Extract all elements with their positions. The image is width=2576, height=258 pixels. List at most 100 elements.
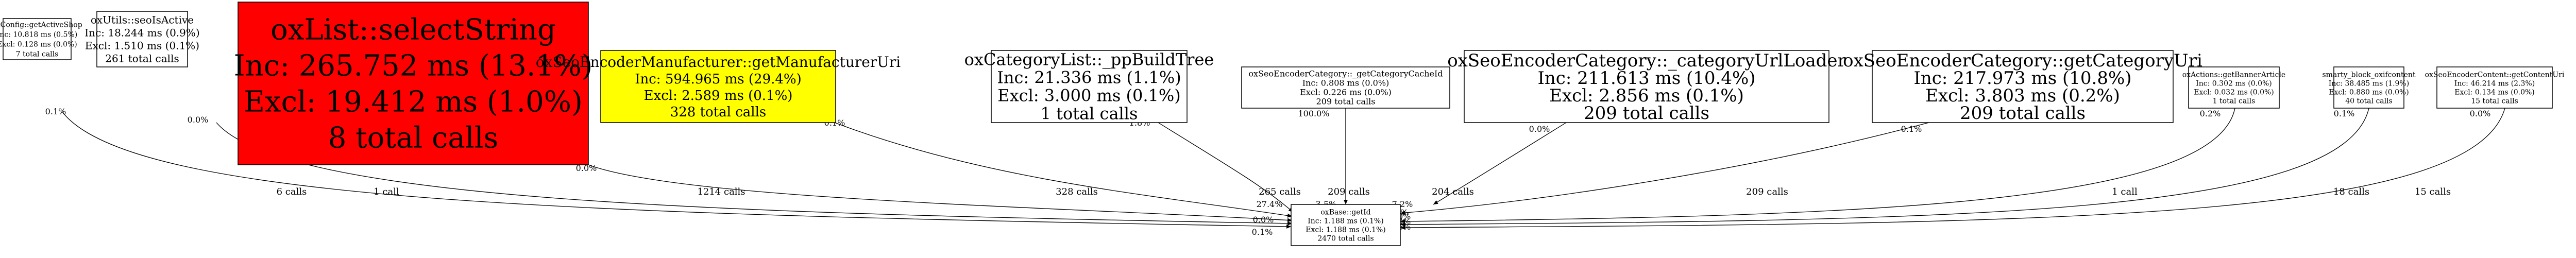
inclusive-time: Inc: 1.188 ms (0.1%) bbox=[1308, 217, 1384, 225]
exclusive-time: Excl: 0.226 ms (0.0%) bbox=[1300, 88, 1392, 97]
edge-source-percent: 0.1% bbox=[2334, 109, 2355, 118]
edge-call-count: 6 calls bbox=[277, 186, 307, 197]
node-n7[interactable]: oxSeoEncoderCategory::_categoryUrlLoader… bbox=[1447, 50, 1846, 124]
function-name: oxSeoEncoderManufacturer::getManufacture… bbox=[536, 54, 901, 71]
edge-call-count: 328 calls bbox=[1056, 186, 1098, 197]
edge-line bbox=[1400, 108, 2505, 230]
node-box bbox=[3, 18, 72, 60]
edge-source-percent: 100.0% bbox=[1298, 109, 1329, 118]
edge-target-percent: 0.1% bbox=[1252, 227, 1273, 237]
edge-call-count: 1214 calls bbox=[697, 186, 745, 197]
node-box bbox=[991, 50, 1188, 123]
function-name: oxConfig::getActiveShop bbox=[0, 21, 82, 29]
edge-line bbox=[61, 111, 1292, 229]
edge-call-count: 1 call bbox=[2112, 186, 2138, 197]
node-box bbox=[2333, 66, 2404, 109]
total-calls: 261 total calls bbox=[105, 53, 179, 65]
node-box bbox=[2188, 66, 2280, 109]
total-calls: 209 total calls bbox=[1960, 103, 2086, 124]
edge-call-count: 18 calls bbox=[2333, 186, 2369, 197]
node-box bbox=[2436, 66, 2553, 109]
node-box bbox=[1291, 204, 1401, 246]
inclusive-time: Inc: 0.302 ms (0.0%) bbox=[2196, 79, 2272, 88]
edge-call-count: 209 calls bbox=[1328, 186, 1370, 197]
function-name: oxSeoEncoderCategory::_getCategoryCacheI… bbox=[1248, 69, 1443, 79]
edge-line bbox=[1400, 108, 2235, 223]
function-name: oxCategoryList::_ppBuildTree bbox=[964, 50, 1214, 70]
edge-line bbox=[834, 122, 1293, 218]
node-box bbox=[96, 11, 188, 67]
inclusive-time: Inc: 18.244 ms (0.9%) bbox=[84, 27, 199, 39]
exclusive-time: Excl: 3.803 ms (0.2%) bbox=[1925, 85, 2120, 106]
node-n6[interactable]: oxSeoEncoderCategory::_getCategoryCacheI… bbox=[1241, 66, 1450, 109]
total-calls: 2470 total calls bbox=[1317, 234, 1374, 243]
node-box bbox=[1464, 50, 1829, 123]
node-n8[interactable]: oxSeoEncoderCategory::getCategoryUriInc:… bbox=[1843, 50, 2202, 124]
edge-line bbox=[1433, 122, 1567, 205]
inclusive-time: Inc: 21.336 ms (1.1%) bbox=[997, 68, 1181, 88]
edge-line bbox=[588, 164, 1293, 222]
total-calls: 209 total calls bbox=[1584, 103, 1709, 124]
edge-call-count: 15 calls bbox=[2415, 186, 2451, 197]
edge-target-percent: 0.0% bbox=[1253, 215, 1274, 225]
total-calls: 15 total calls bbox=[2471, 97, 2518, 105]
edge-target-percent: 27.4% bbox=[1257, 199, 1283, 209]
exclusive-time: Excl: 0.128 ms (0.0%) bbox=[0, 40, 77, 48]
total-calls: 7 total calls bbox=[16, 50, 59, 58]
edge-call-count: 1 call bbox=[374, 186, 399, 197]
function-name: oxSeoEncoderContent::getContentUri bbox=[2425, 71, 2565, 79]
edge-call-count: 265 calls bbox=[1259, 186, 1301, 197]
node-box bbox=[238, 2, 589, 165]
total-calls: 8 total calls bbox=[328, 122, 499, 155]
exclusive-time: Excl: 0.032 ms (0.0%) bbox=[2194, 88, 2274, 96]
function-name: oxSeoEncoderCategory::getCategoryUri bbox=[1843, 50, 2202, 71]
exclusive-time: Excl: 3.000 ms (0.1%) bbox=[997, 86, 1181, 106]
inclusive-time: Inc: 265.752 ms (13.1%) bbox=[234, 49, 593, 83]
edge-source-percent: 0.0% bbox=[188, 115, 209, 125]
exclusive-time: Excl: 2.856 ms (0.1%) bbox=[1549, 85, 1744, 106]
edge-n8-to-target: 0.1%209 calls19.3% bbox=[1382, 122, 1929, 217]
inclusive-time: Inc: 211.613 ms (10.4%) bbox=[1537, 68, 1755, 89]
edge-n4-to-target: 0.1%328 calls13.3% bbox=[824, 118, 1332, 231]
function-name: oxBase::getId bbox=[1320, 208, 1370, 216]
total-calls: 1 total calls bbox=[2213, 97, 2256, 105]
function-name: oxList::selectString bbox=[270, 13, 556, 47]
exclusive-time: Excl: 2.589 ms (0.1%) bbox=[644, 88, 793, 104]
function-name: smarty_block_oxifcontent bbox=[2322, 71, 2415, 79]
total-calls: 209 total calls bbox=[1316, 97, 1376, 107]
node-box bbox=[1241, 66, 1450, 109]
total-calls: 1 total calls bbox=[1041, 104, 1138, 124]
edge-source-percent: 0.2% bbox=[2200, 109, 2221, 118]
inclusive-time: Inc: 0.808 ms (0.0%) bbox=[1302, 78, 1389, 88]
edge-source-percent: 0.0% bbox=[576, 163, 597, 173]
edge-source-percent: 0.1% bbox=[1901, 124, 1922, 134]
inclusive-time: Inc: 217.973 ms (10.8%) bbox=[1913, 68, 2131, 89]
function-name: oxSeoEncoderCategory::_categoryUrlLoader bbox=[1447, 50, 1846, 71]
node-n4[interactable]: oxSeoEncoderManufacturer::getManufacture… bbox=[536, 50, 901, 123]
exclusive-time: Excl: 19.412 ms (1.0%) bbox=[244, 85, 583, 119]
inclusive-time: Inc: 38.485 ms (1.9%) bbox=[2329, 79, 2409, 88]
exclusive-time: Excl: 1.188 ms (0.1%) bbox=[1306, 226, 1386, 234]
exclusive-time: Excl: 1.510 ms (0.1%) bbox=[85, 40, 199, 52]
exclusive-time: Excl: 0.134 ms (0.0%) bbox=[2454, 88, 2535, 96]
node-box bbox=[1872, 50, 2174, 123]
edge-line bbox=[1158, 122, 1294, 213]
edge-source-percent: 0.0% bbox=[2470, 109, 2491, 118]
edge-call-count: 204 calls bbox=[1432, 186, 1474, 197]
inclusive-time: Inc: 10.818 ms (0.5%) bbox=[0, 30, 77, 39]
